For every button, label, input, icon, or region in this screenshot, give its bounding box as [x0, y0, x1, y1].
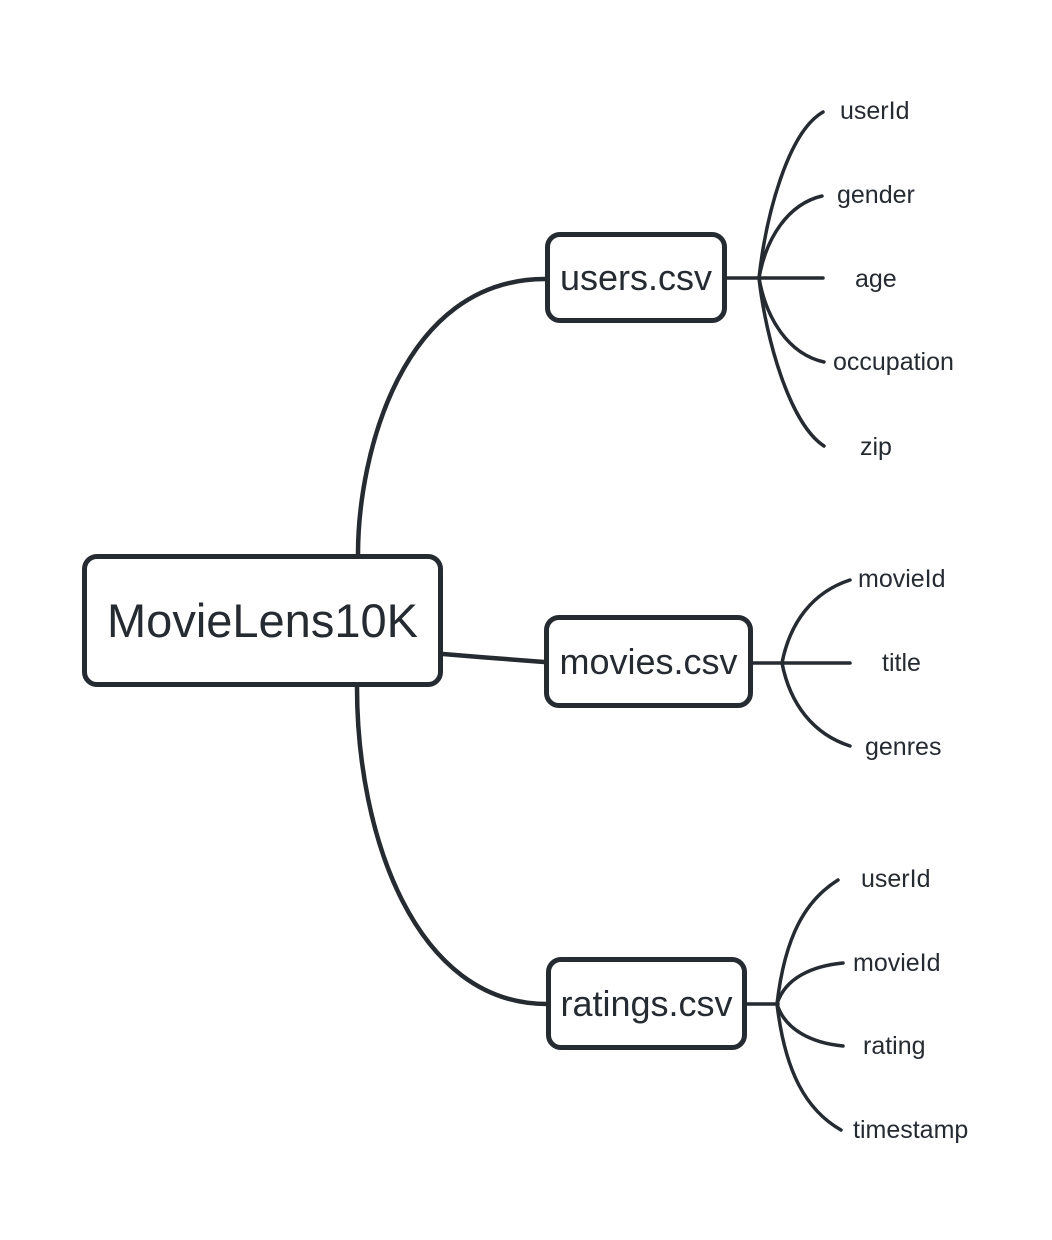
leaf-movies-genres: genres: [865, 733, 942, 761]
edge-users-gender: [757, 194, 824, 280]
file-node-users-csv: users.csv: [545, 232, 727, 323]
leaf-users-zip: zip: [860, 433, 892, 461]
edge-users-occupation: [757, 276, 826, 364]
leaf-ratings-movieid: movieId: [853, 949, 941, 977]
leaf-users-userid: userId: [840, 97, 910, 125]
edge-ratings-userid: [775, 878, 840, 1006]
edge-users-zip: [757, 276, 826, 448]
leaf-movies-title: title: [882, 649, 921, 677]
root-node-label: MovieLens10K: [107, 594, 418, 647]
leaf-users-gender: gender: [837, 181, 915, 209]
edge-movies-genres: [780, 661, 852, 748]
leaf-users-occupation: occupation: [833, 348, 954, 376]
file-node-label: ratings.csv: [560, 982, 733, 1024]
edge-root-ratings: [354, 684, 550, 1007]
edge-root-movies: [440, 651, 547, 665]
edge-movies-movieid: [780, 578, 852, 665]
file-node-ratings-csv: ratings.csv: [546, 957, 747, 1050]
file-node-label: movies.csv: [559, 640, 738, 682]
leaf-movies-movieid: movieId: [858, 565, 946, 593]
root-node-movielens10k: MovieLens10K: [82, 554, 443, 687]
leaf-ratings-rating: rating: [863, 1032, 926, 1060]
leaf-ratings-timestamp: timestamp: [853, 1116, 969, 1144]
edge-ratings-movieid: [775, 961, 845, 1006]
edge-users-userid: [757, 110, 825, 280]
leaf-users-age: age: [855, 265, 897, 293]
file-node-label: users.csv: [559, 256, 713, 298]
edge-ratings-rating: [775, 1002, 845, 1048]
file-node-movies-csv: movies.csv: [544, 615, 753, 708]
edge-root-users: [355, 276, 548, 557]
leaf-ratings-userid: userId: [861, 865, 931, 893]
edge-ratings-timestamp: [775, 1002, 843, 1132]
